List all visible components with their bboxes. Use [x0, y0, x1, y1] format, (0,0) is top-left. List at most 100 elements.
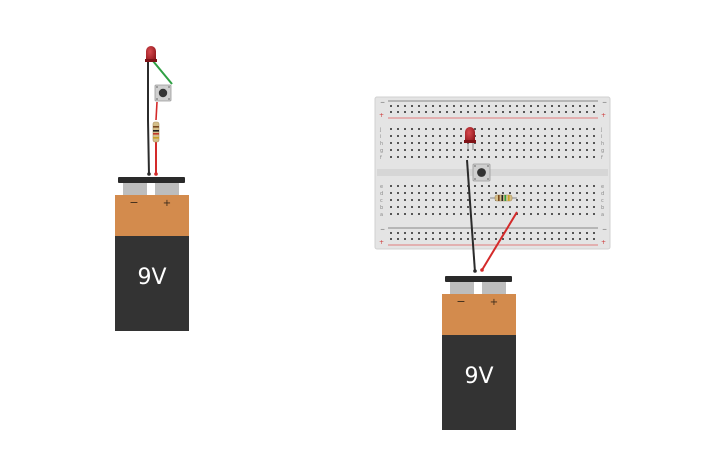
rail-hole[interactable] [502, 232, 504, 234]
terminal-hole[interactable] [439, 192, 441, 194]
terminal-hole[interactable] [404, 206, 406, 208]
rail-hole[interactable] [453, 105, 455, 107]
terminal-hole[interactable] [544, 149, 546, 151]
rail-hole[interactable] [509, 111, 511, 113]
terminal-hole[interactable] [425, 142, 427, 144]
terminal-hole[interactable] [523, 128, 525, 130]
terminal-hole[interactable] [460, 213, 462, 215]
rail-hole[interactable] [530, 105, 532, 107]
terminal-hole[interactable] [439, 185, 441, 187]
terminal-hole[interactable] [586, 185, 588, 187]
terminal-hole[interactable] [509, 128, 511, 130]
rail-hole[interactable] [439, 238, 441, 240]
rail-hole[interactable] [565, 232, 567, 234]
rail-hole[interactable] [418, 105, 420, 107]
rail-hole[interactable] [579, 111, 581, 113]
terminal-hole[interactable] [495, 156, 497, 158]
terminal-hole[interactable] [425, 128, 427, 130]
terminal-hole[interactable] [467, 206, 469, 208]
rail-hole[interactable] [544, 238, 546, 240]
rail-hole[interactable] [586, 105, 588, 107]
terminal-hole[interactable] [432, 213, 434, 215]
terminal-hole[interactable] [495, 185, 497, 187]
terminal-hole[interactable] [537, 149, 539, 151]
terminal-hole[interactable] [544, 192, 546, 194]
terminal-hole[interactable] [509, 185, 511, 187]
terminal-hole[interactable] [572, 156, 574, 158]
terminal-hole[interactable] [404, 128, 406, 130]
terminal-hole[interactable] [446, 142, 448, 144]
terminal-hole[interactable] [530, 156, 532, 158]
terminal-hole[interactable] [397, 213, 399, 215]
terminal-hole[interactable] [579, 128, 581, 130]
rail-hole[interactable] [404, 232, 406, 234]
terminal-hole[interactable] [565, 192, 567, 194]
rail-hole[interactable] [397, 238, 399, 240]
terminal-hole[interactable] [467, 156, 469, 158]
terminal-hole[interactable] [404, 192, 406, 194]
rail-hole[interactable] [439, 232, 441, 234]
terminal-hole[interactable] [537, 128, 539, 130]
rail-hole[interactable] [446, 232, 448, 234]
rail-hole[interactable] [516, 105, 518, 107]
rail-hole[interactable] [509, 105, 511, 107]
terminal-hole[interactable] [565, 206, 567, 208]
terminal-hole[interactable] [460, 128, 462, 130]
terminal-hole[interactable] [565, 156, 567, 158]
terminal-hole[interactable] [404, 142, 406, 144]
terminal-hole[interactable] [579, 156, 581, 158]
terminal-hole[interactable] [572, 128, 574, 130]
terminal-hole[interactable] [411, 135, 413, 137]
rail-hole[interactable] [390, 105, 392, 107]
terminal-hole[interactable] [453, 213, 455, 215]
terminal-hole[interactable] [558, 149, 560, 151]
rail-hole[interactable] [537, 238, 539, 240]
terminal-hole[interactable] [411, 142, 413, 144]
terminal-hole[interactable] [418, 206, 420, 208]
rail-hole[interactable] [446, 111, 448, 113]
rail-hole[interactable] [572, 105, 574, 107]
rail-hole[interactable] [453, 111, 455, 113]
rail-hole[interactable] [404, 105, 406, 107]
terminal-hole[interactable] [586, 142, 588, 144]
terminal-hole[interactable] [418, 199, 420, 201]
rail-hole[interactable] [474, 105, 476, 107]
rail-hole[interactable] [523, 232, 525, 234]
terminal-hole[interactable] [572, 192, 574, 194]
rail-hole[interactable] [390, 238, 392, 240]
rail-hole[interactable] [551, 232, 553, 234]
terminal-hole[interactable] [523, 213, 525, 215]
terminal-hole[interactable] [425, 206, 427, 208]
terminal-hole[interactable] [432, 128, 434, 130]
terminal-hole[interactable] [446, 192, 448, 194]
terminal-hole[interactable] [593, 149, 595, 151]
rail-hole[interactable] [572, 232, 574, 234]
terminal-hole[interactable] [593, 135, 595, 137]
terminal-hole[interactable] [558, 135, 560, 137]
rail-hole[interactable] [432, 232, 434, 234]
terminal-hole[interactable] [558, 156, 560, 158]
terminal-hole[interactable] [509, 192, 511, 194]
terminal-hole[interactable] [495, 206, 497, 208]
terminal-hole[interactable] [481, 206, 483, 208]
terminal-hole[interactable] [586, 135, 588, 137]
terminal-hole[interactable] [488, 206, 490, 208]
terminal-hole[interactable] [572, 199, 574, 201]
rail-hole[interactable] [537, 111, 539, 113]
terminal-hole[interactable] [502, 213, 504, 215]
rail-hole[interactable] [495, 232, 497, 234]
terminal-hole[interactable] [516, 185, 518, 187]
rail-hole[interactable] [523, 111, 525, 113]
terminal-hole[interactable] [544, 199, 546, 201]
terminal-hole[interactable] [586, 128, 588, 130]
terminal-hole[interactable] [488, 213, 490, 215]
terminal-hole[interactable] [425, 185, 427, 187]
terminal-hole[interactable] [579, 142, 581, 144]
terminal-hole[interactable] [453, 128, 455, 130]
terminal-hole[interactable] [565, 185, 567, 187]
terminal-hole[interactable] [418, 135, 420, 137]
rail-hole[interactable] [586, 111, 588, 113]
terminal-hole[interactable] [418, 213, 420, 215]
terminal-hole[interactable] [467, 213, 469, 215]
rail-hole[interactable] [411, 238, 413, 240]
